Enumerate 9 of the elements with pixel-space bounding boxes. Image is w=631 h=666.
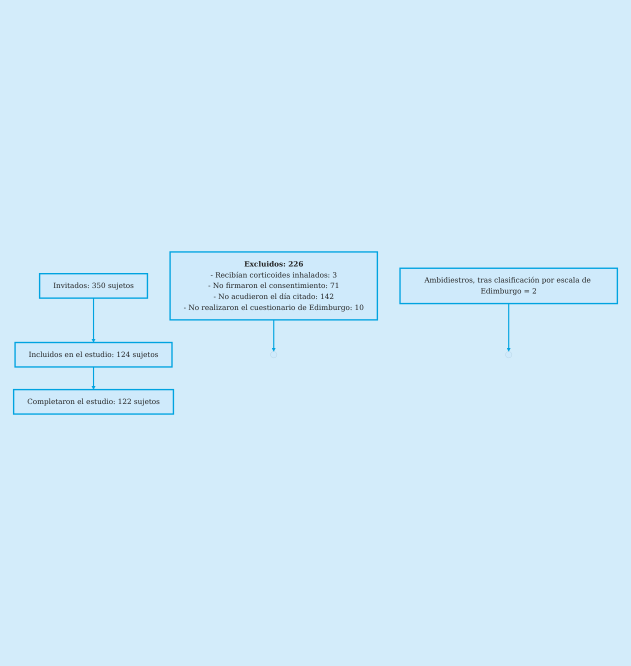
- arrow: [506, 304, 511, 352]
- arrow: [92, 298, 96, 343]
- node-box: [14, 342, 173, 368]
- node-box: [12, 388, 174, 415]
- arrow: [272, 320, 276, 352]
- node-box: [169, 251, 378, 321]
- node-box: [399, 268, 618, 304]
- arrow: [92, 366, 96, 390]
- node-box: [38, 273, 148, 299]
